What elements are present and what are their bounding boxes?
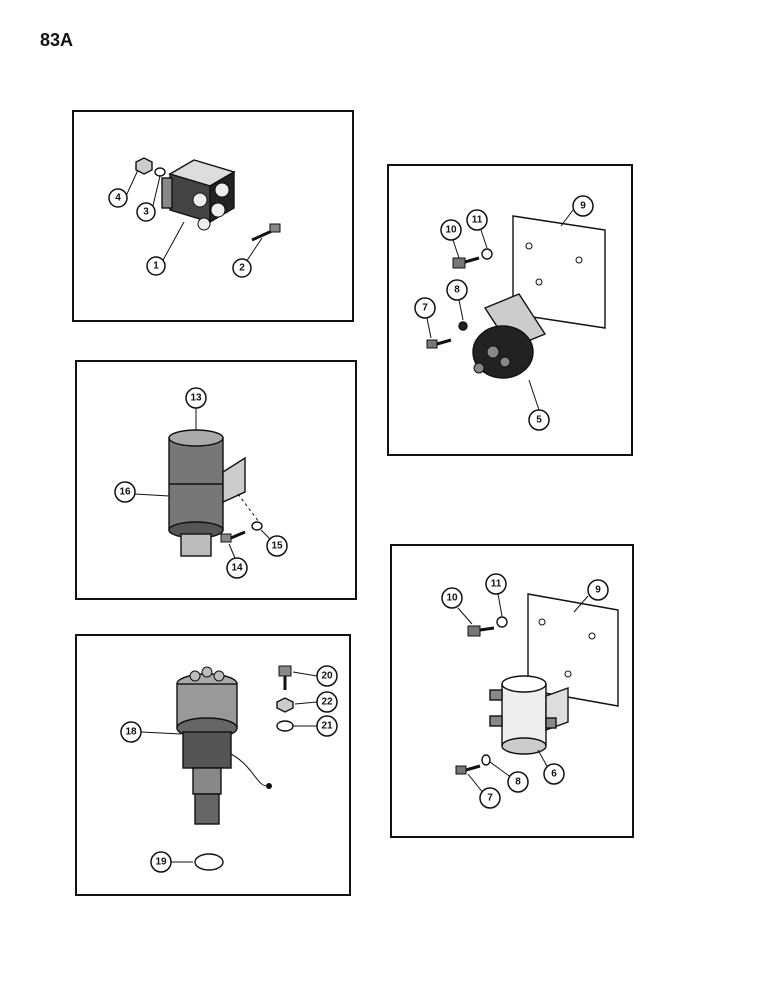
callout-11: 11 xyxy=(466,209,488,231)
callout-19: 19 xyxy=(150,851,172,873)
svg-text:14: 14 xyxy=(231,563,243,574)
panel-coil: 13 16 15 14 xyxy=(75,360,357,600)
callout-8: 8 xyxy=(507,771,529,793)
callout-7: 7 xyxy=(479,787,501,809)
coil-part xyxy=(168,429,246,557)
callout-10: 10 xyxy=(441,587,463,609)
relay-part xyxy=(161,159,236,231)
callout-2: 2 xyxy=(232,258,252,278)
solenoid-part xyxy=(472,293,547,379)
callout-14: 14 xyxy=(226,557,248,579)
callout-21: 21 xyxy=(316,715,338,737)
washer-part xyxy=(276,720,294,732)
o-ring-part xyxy=(194,853,224,871)
distributor-part xyxy=(176,666,272,825)
washer-part xyxy=(481,248,493,260)
callout-18: 18 xyxy=(120,721,142,743)
svg-text:11: 11 xyxy=(472,215,483,226)
callout-11: 11 xyxy=(485,573,507,595)
svg-text:10: 10 xyxy=(445,225,457,236)
svg-text:11: 11 xyxy=(491,579,502,590)
solenoid-part xyxy=(489,675,569,755)
washer-part xyxy=(496,616,508,628)
svg-text:9: 9 xyxy=(595,585,601,596)
callout-9: 9 xyxy=(587,579,609,601)
svg-text:16: 16 xyxy=(119,487,131,498)
callout-9: 9 xyxy=(572,195,594,217)
panel-solenoid-5: 9 10 11 8 7 5 xyxy=(387,164,633,456)
callout-6: 6 xyxy=(543,763,565,785)
solenoid-6-drawing: 9 10 11 8 7 6 xyxy=(441,573,619,809)
svg-text:7: 7 xyxy=(422,303,428,314)
lock-washer-part xyxy=(458,321,468,331)
lock-washer-part xyxy=(276,697,294,713)
distributor-drawing: 18 19 20 22 21 xyxy=(120,665,338,873)
svg-text:5: 5 xyxy=(536,415,542,426)
svg-text:20: 20 xyxy=(321,671,333,682)
svg-text:7: 7 xyxy=(487,793,493,804)
solenoid-5-drawing: 9 10 11 8 7 5 xyxy=(414,195,606,431)
bolt-part xyxy=(452,256,480,269)
bolt-part xyxy=(278,665,292,690)
callout-10: 10 xyxy=(440,219,462,241)
panel-solenoid-6: 9 10 11 8 7 6 xyxy=(390,544,634,838)
callout-16: 16 xyxy=(114,481,136,503)
svg-text:13: 13 xyxy=(190,393,202,404)
svg-text:8: 8 xyxy=(454,285,460,296)
panel-distributor: 18 19 20 22 21 xyxy=(75,634,351,896)
panel-relay: 4 3 1 2 xyxy=(72,110,354,322)
bolt-part xyxy=(467,625,495,637)
svg-text:19: 19 xyxy=(155,857,167,868)
callout-7: 7 xyxy=(414,297,436,319)
callout-5: 5 xyxy=(528,409,550,431)
svg-text:2: 2 xyxy=(239,263,245,274)
bolt-part xyxy=(455,764,481,775)
bolt-part xyxy=(426,338,452,349)
washer-part xyxy=(251,521,263,531)
svg-text:9: 9 xyxy=(580,201,586,212)
mounting-plate-part xyxy=(527,593,619,707)
svg-text:15: 15 xyxy=(271,541,283,552)
callout-20: 20 xyxy=(316,665,338,687)
washer-part xyxy=(481,754,491,766)
callout-3: 3 xyxy=(136,202,156,222)
coil-drawing: 13 16 15 14 xyxy=(114,387,288,579)
svg-text:1: 1 xyxy=(153,261,159,272)
screw-part xyxy=(251,223,281,242)
svg-text:4: 4 xyxy=(115,193,121,204)
svg-text:10: 10 xyxy=(446,593,458,604)
callout-4: 4 xyxy=(108,188,128,208)
callout-8: 8 xyxy=(446,279,468,301)
svg-text:3: 3 xyxy=(143,207,149,218)
svg-text:8: 8 xyxy=(515,777,521,788)
svg-text:18: 18 xyxy=(125,727,137,738)
svg-text:22: 22 xyxy=(321,697,333,708)
page-number: 83A xyxy=(40,30,74,50)
callout-1: 1 xyxy=(146,256,166,276)
callout-15: 15 xyxy=(266,535,288,557)
callout-22: 22 xyxy=(316,691,338,713)
relay-drawing: 4 3 1 2 xyxy=(108,157,281,278)
mounting-plate-part xyxy=(512,215,606,329)
svg-text:6: 6 xyxy=(551,769,557,780)
bolt-part xyxy=(220,530,246,543)
callout-13: 13 xyxy=(185,387,207,409)
svg-text:21: 21 xyxy=(321,721,333,732)
nut-part xyxy=(135,157,153,175)
washer-part xyxy=(154,167,166,177)
